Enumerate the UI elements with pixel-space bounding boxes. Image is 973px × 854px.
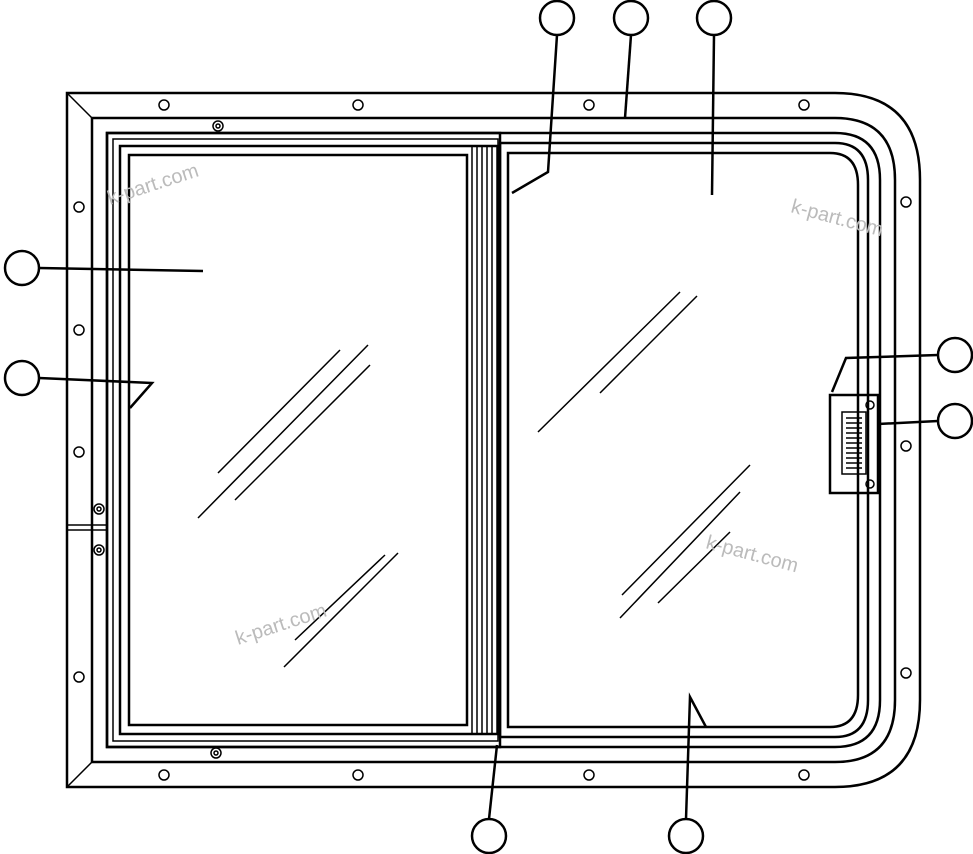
right-glass-panel <box>537 291 751 619</box>
bolt <box>73 671 85 683</box>
bolt <box>900 667 912 679</box>
bolt <box>798 769 810 781</box>
screw <box>93 503 105 515</box>
callout-6 <box>830 336 973 393</box>
latch-handle[interactable] <box>828 393 880 495</box>
callout-3 <box>695 0 733 196</box>
watermark: k-part.com <box>233 600 330 650</box>
screw <box>93 544 105 556</box>
bolt <box>798 99 810 111</box>
window-frame <box>65 91 922 789</box>
frame-bolts <box>73 99 912 781</box>
left-glass-panel <box>105 131 502 749</box>
watermarks: k-part.com k-part.com k-part.com k-part.… <box>105 160 886 650</box>
bolt <box>73 324 85 336</box>
bolt <box>900 196 912 208</box>
bolt <box>158 99 170 111</box>
bolt <box>583 99 595 111</box>
callout-8 <box>470 744 508 854</box>
callout-2 <box>612 0 650 119</box>
bolt <box>900 440 912 452</box>
bolt <box>352 99 364 111</box>
watermark: k-part.com <box>789 196 886 242</box>
callouts <box>3 0 973 854</box>
screw <box>212 120 224 132</box>
bolt <box>73 446 85 458</box>
callout-9 <box>667 692 708 854</box>
bolt <box>73 201 85 213</box>
watermark: k-part.com <box>704 532 801 578</box>
callout-7 <box>877 402 973 440</box>
screw <box>210 747 222 759</box>
callout-5 <box>3 359 155 409</box>
callout-4 <box>3 249 204 287</box>
bolt <box>352 769 364 781</box>
bolt <box>583 769 595 781</box>
callout-1 <box>511 0 576 195</box>
bolt <box>158 769 170 781</box>
